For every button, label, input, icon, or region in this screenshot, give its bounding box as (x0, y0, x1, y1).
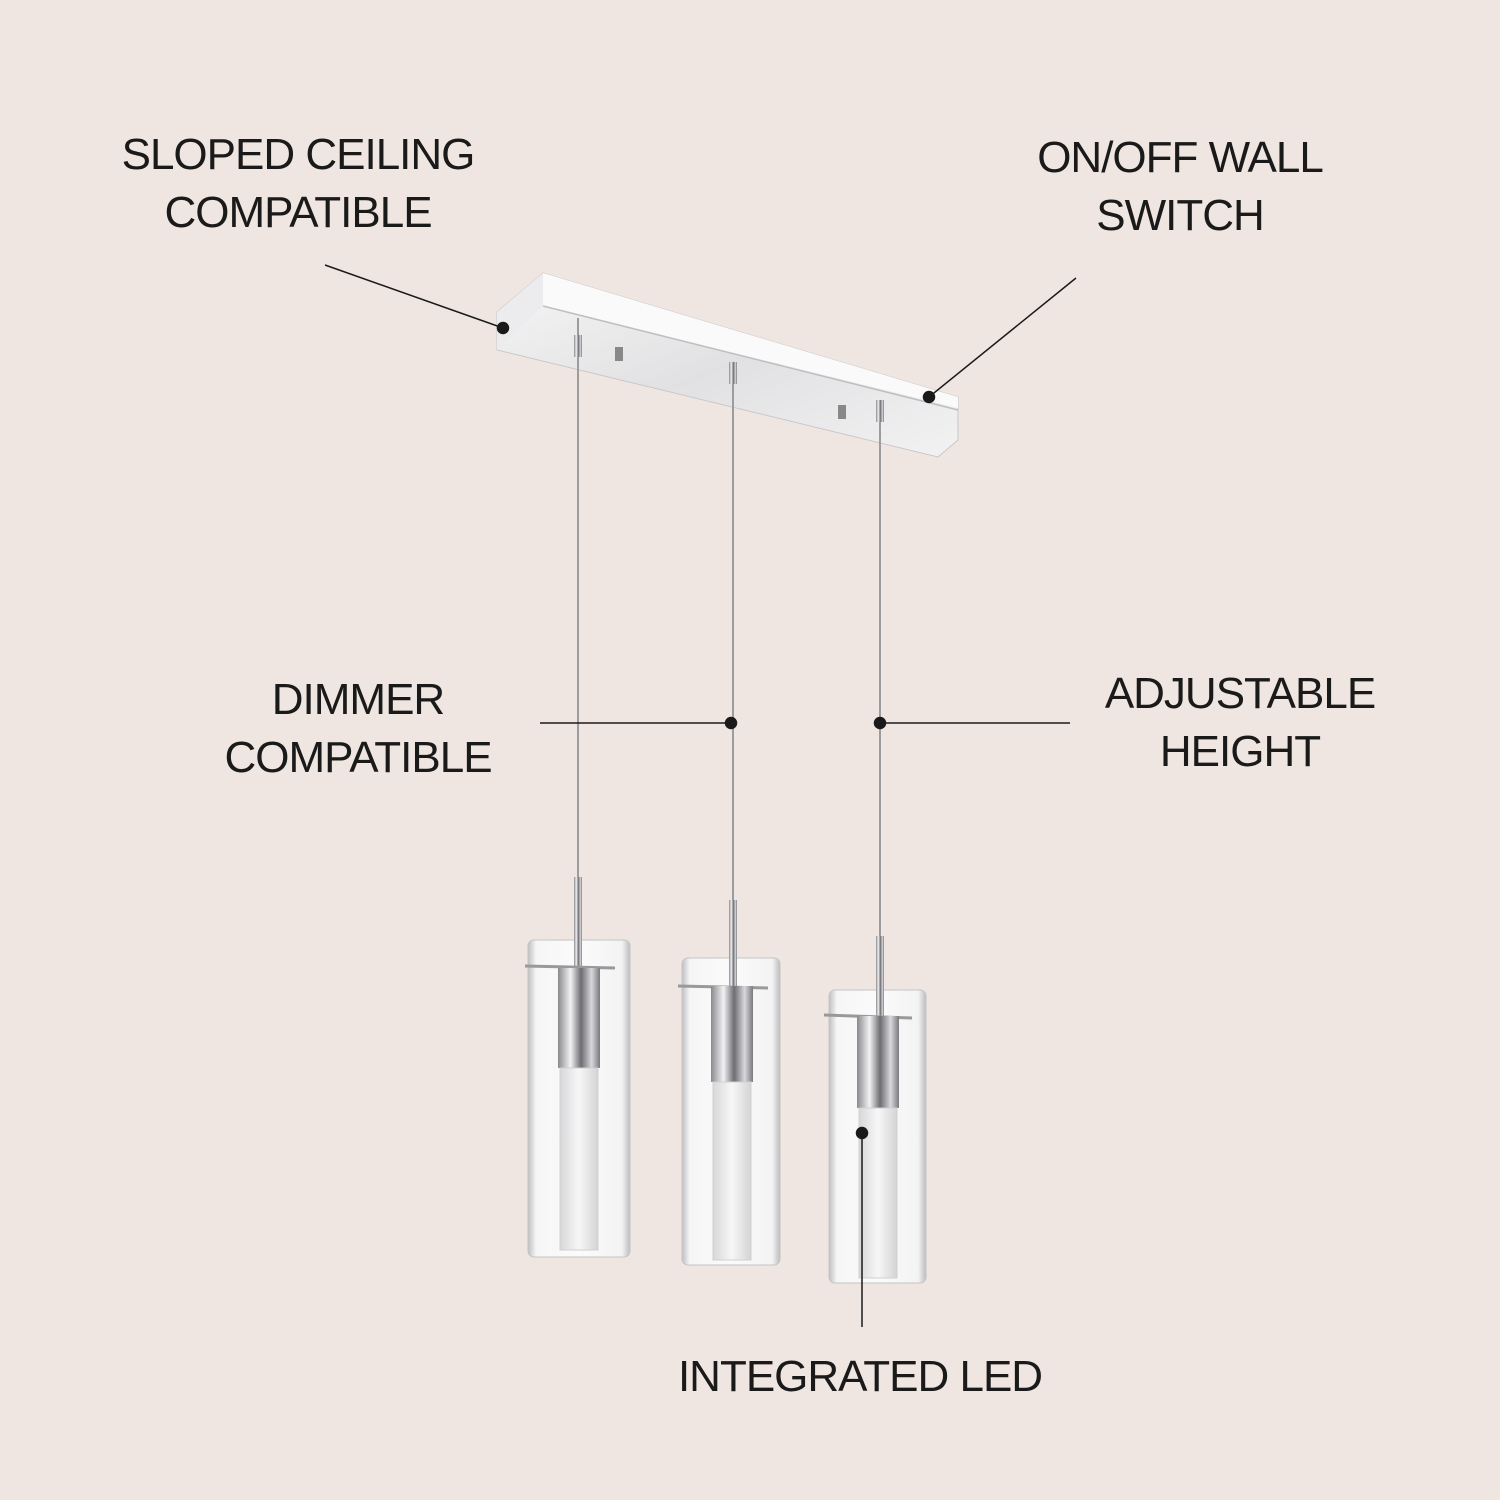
led-callout-dot (855, 1126, 869, 1140)
callout-line: INTEGRATED LED (677, 1352, 1043, 1401)
sloped-callout-dot (496, 321, 510, 335)
callout-line: HEIGHT (1159, 727, 1321, 776)
callout-adjustable-height: ADJUSTABLE HEIGHT (1040, 665, 1440, 781)
switch-callout-dot (922, 390, 936, 404)
callout-line: SWITCH (1096, 191, 1265, 240)
pendant-3 (823, 936, 927, 1284)
pendant-2 (677, 900, 781, 1266)
callout-line: ADJUSTABLE (1104, 669, 1376, 718)
callout-line: ON/OFF WALL (1037, 133, 1324, 182)
callout-line: DIMMER (271, 675, 445, 724)
callout-line: COMPATIBLE (164, 188, 432, 237)
callout-sloped-ceiling: SLOPED CEILING COMPATIBLE (98, 126, 498, 242)
canopy (496, 272, 959, 458)
callout-integrated-led: INTEGRATED LED (610, 1348, 1110, 1406)
dimmer-callout-dot (724, 716, 738, 730)
callout-dimmer: DIMMER COMPATIBLE (158, 671, 558, 787)
cable-grippers (574, 335, 884, 422)
height-callout-dot (873, 716, 887, 730)
leader-lines (324, 264, 1077, 1327)
suspension-cables (577, 318, 881, 940)
callout-line: SLOPED CEILING (121, 130, 476, 179)
callout-line: COMPATIBLE (224, 733, 492, 782)
callout-wall-switch: ON/OFF WALL SWITCH (980, 129, 1380, 245)
pendant-1 (524, 877, 631, 1258)
